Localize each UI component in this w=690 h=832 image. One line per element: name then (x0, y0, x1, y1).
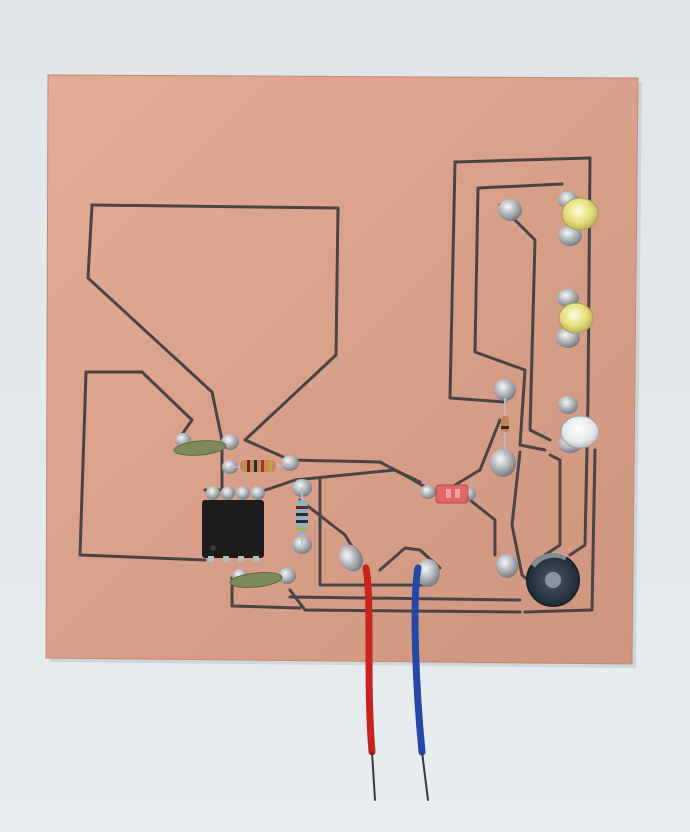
ceramic-capacitor-bottom (229, 572, 283, 588)
led-yellow-middle (558, 302, 594, 334)
ic-chip (202, 500, 264, 562)
red-wire (362, 564, 376, 756)
red-wire-lead (371, 751, 376, 801)
resistor-horizontal (229, 460, 291, 472)
led-yellow-top (561, 197, 599, 231)
blue-wire-lead (421, 751, 429, 801)
led-clear-bottom (560, 415, 600, 449)
blue-wire (411, 564, 426, 756)
isolation-traces (78, 156, 597, 614)
ceramic-capacitor-top (173, 440, 227, 456)
solder-joints (175, 191, 582, 587)
diode (501, 398, 509, 455)
jumper (435, 484, 469, 504)
electrolytic-capacitor (526, 552, 580, 607)
resistor-vertical (296, 488, 308, 545)
wires (362, 564, 429, 801)
